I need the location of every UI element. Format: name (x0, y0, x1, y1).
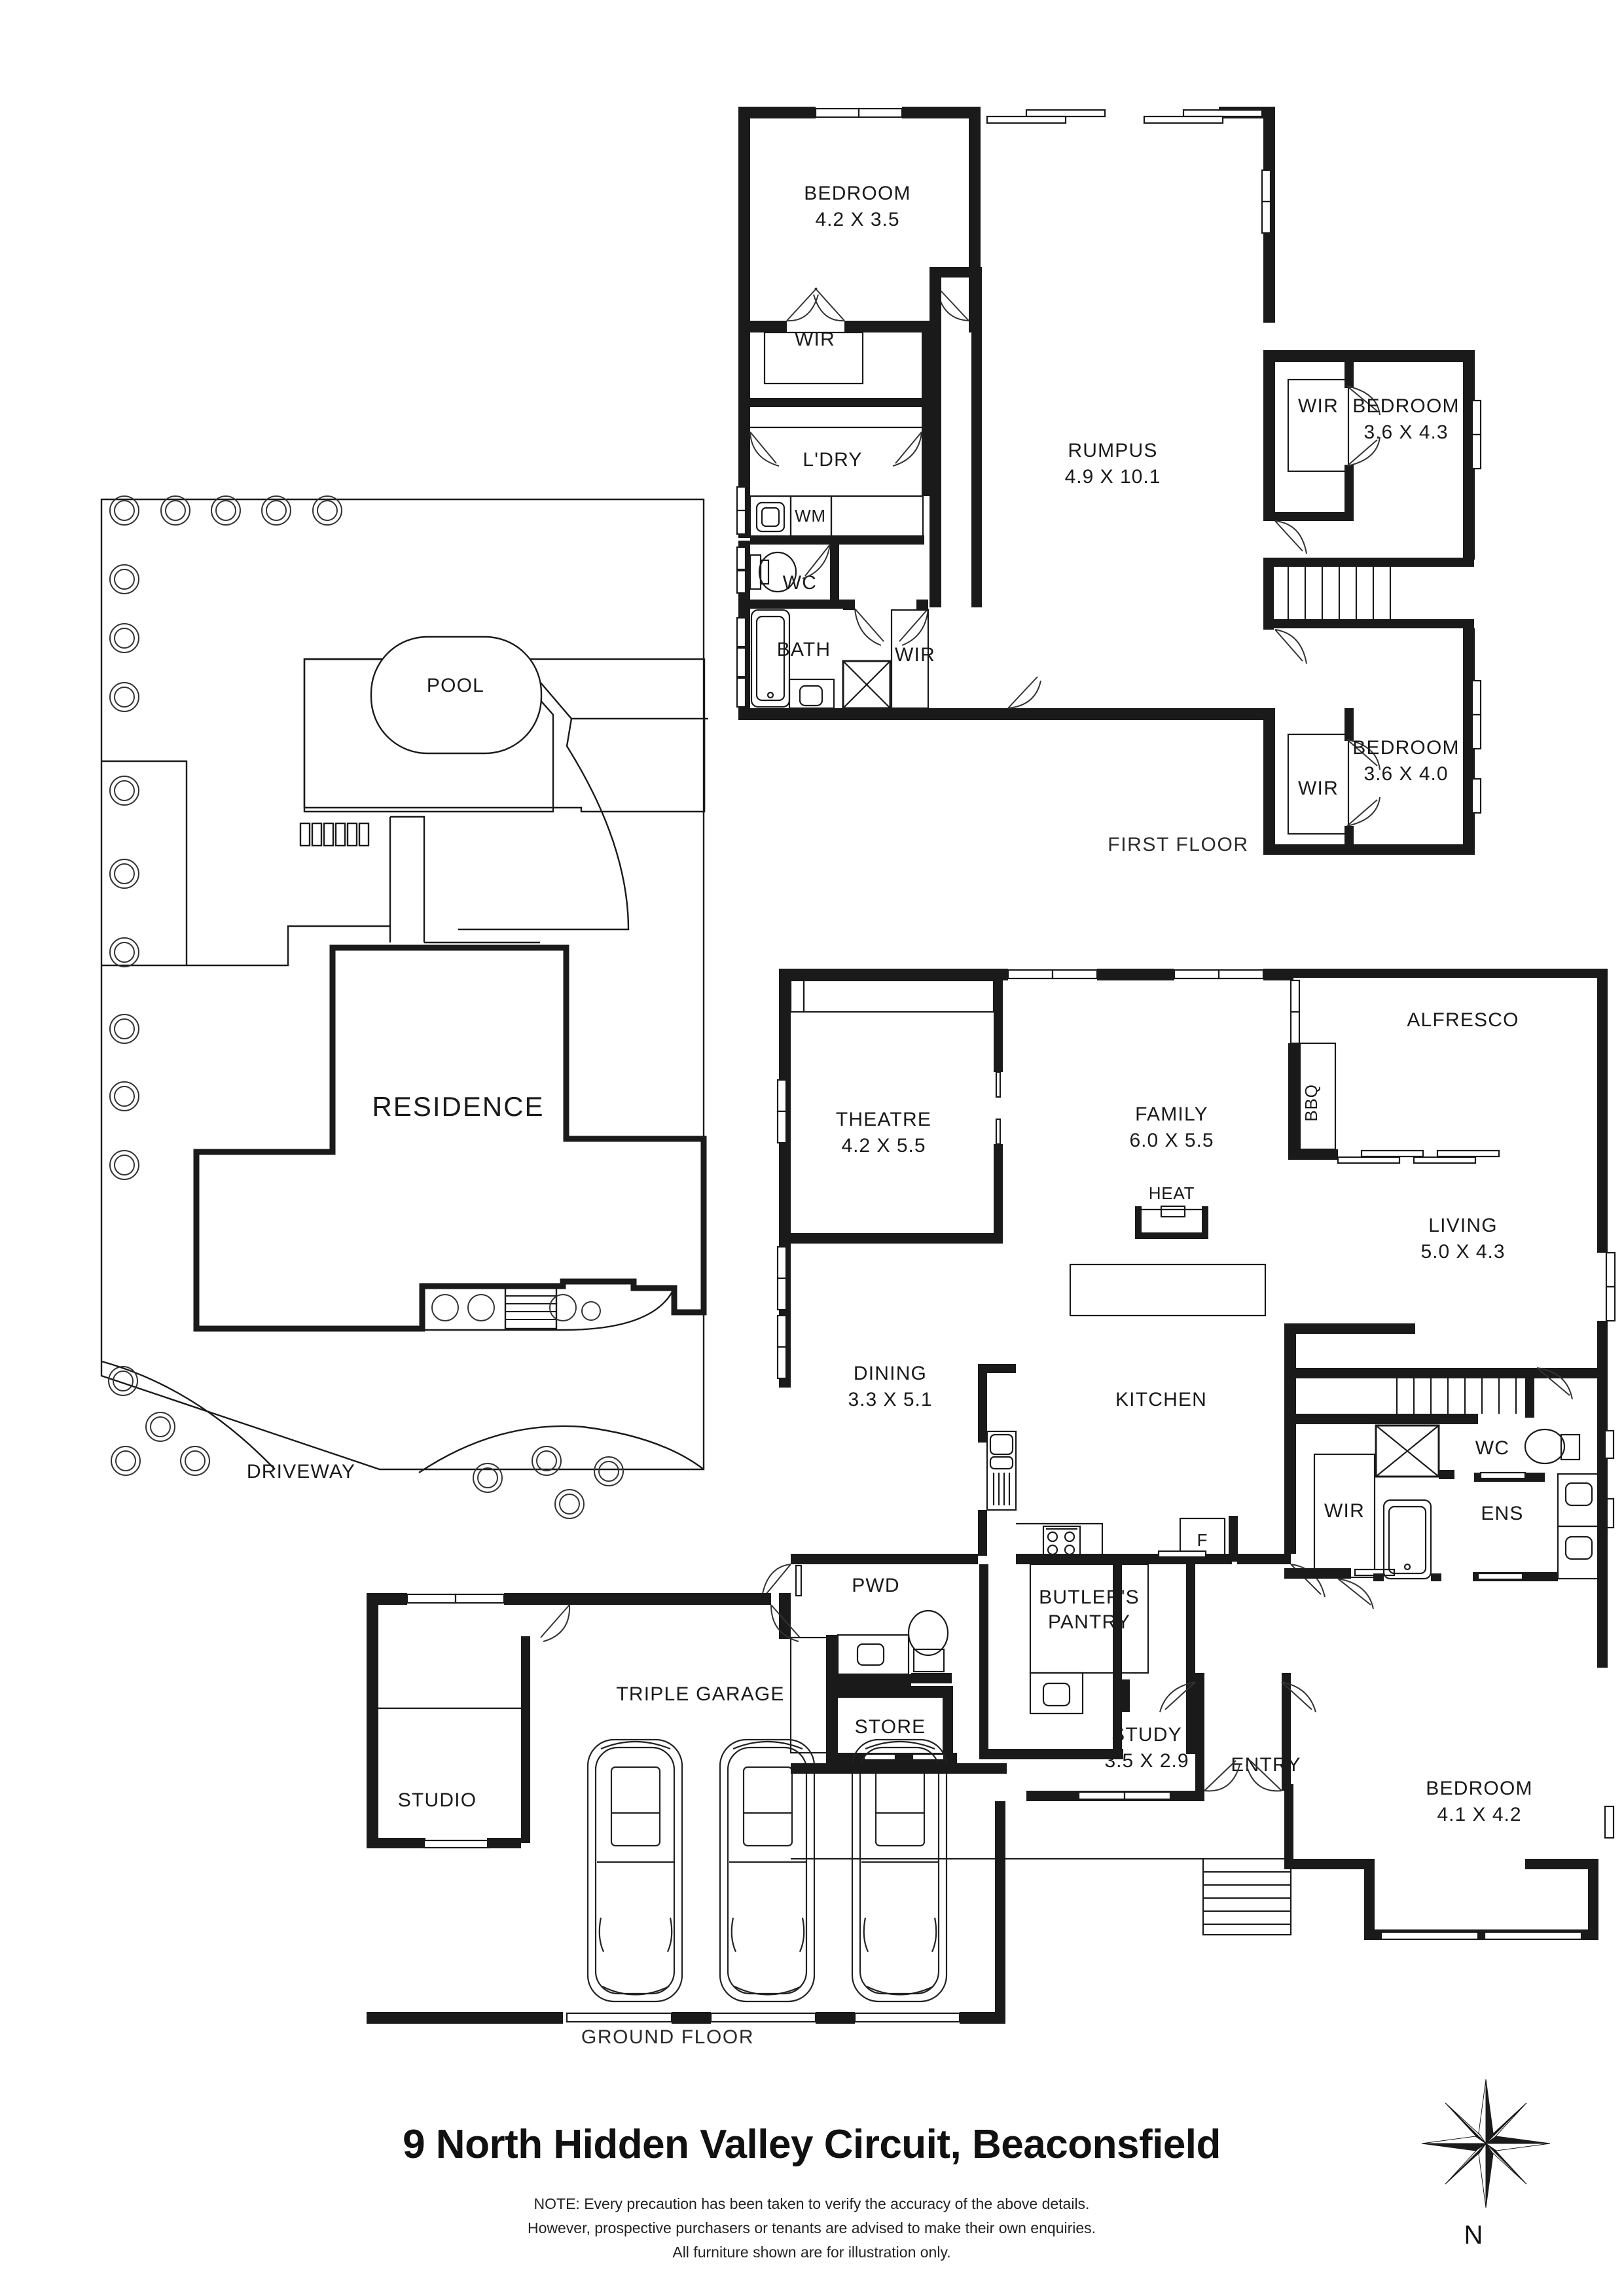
ff-bedroom2-dim: 3.6 X 4.3 (1363, 422, 1448, 443)
ff-bedroom-3: WIR BEDROOM 3.6 X 4.0 (1263, 628, 1482, 855)
side-path2 (187, 925, 390, 967)
ff-rumpus-dim: 4.9 X 10.1 (1065, 466, 1161, 488)
tree-cluster (108, 495, 624, 1519)
gf-heater: HEAT (1135, 1183, 1208, 1239)
ff-bedroom3-name: BEDROOM (1352, 737, 1459, 759)
compass-rose-icon (1421, 2079, 1551, 2208)
ff-wir-b: WIR (890, 267, 1092, 720)
residence-label: RESIDENCE (372, 1091, 544, 1122)
page-title: 9 North Hidden Valley Circuit, Beaconsfi… (403, 2122, 1221, 2167)
gf-pwd-label: PWD (852, 1575, 900, 1596)
first-floor-plan: BEDROOM 4.2 X 3.5 WIR L'DRY (736, 107, 1482, 855)
side-path (101, 760, 188, 967)
gf-alfresco-label: ALFRESCO (1407, 1009, 1519, 1031)
gf-theatre-name: THEATRE (836, 1109, 931, 1130)
ff-stairs (1263, 558, 1474, 664)
ff-bedroom3-dim: 3.6 X 4.0 (1363, 763, 1448, 785)
gf-garage-label: TRIPLE GARAGE (616, 1683, 784, 1705)
ff-bedroom1-name: BEDROOM (804, 183, 911, 204)
gf-butlers-label-1: BUTLER'S (1039, 1587, 1140, 1608)
gf-family-dim: 6.0 X 5.5 (1129, 1130, 1214, 1151)
note-line-1: NOTE: Every precaution has been taken to… (534, 2195, 1090, 2212)
gf-wall-top-left (779, 969, 1008, 980)
ground-floor-label: GROUND FLOOR (581, 2026, 754, 2048)
gf-fridge-label: F (1197, 1530, 1208, 1550)
gf-living-name: LIVING (1428, 1215, 1498, 1236)
ff-bedroom1-dim: 4.2 X 3.5 (815, 209, 899, 230)
pool-steps (299, 822, 370, 847)
pool-label: POOL (427, 675, 484, 696)
ff-wc-label: WC (783, 572, 817, 594)
gf-heat-label: HEAT (1149, 1183, 1195, 1203)
ff-bedroom2-name: BEDROOM (1352, 395, 1459, 417)
site-plan: POOL RESIDENCE (100, 495, 708, 1519)
compass-north-label: N (1464, 2221, 1483, 2250)
gf-kitchen: KITCHEN F (978, 1263, 1267, 1562)
ff-rumpus: RUMPUS 4.9 X 10.1 (986, 107, 1275, 720)
gf-store-label: STORE (855, 1716, 926, 1738)
ff-bath-label: BATH (777, 639, 831, 660)
gf-ens-label: ENS (1481, 1503, 1523, 1524)
gf-studio-label: STUDIO (398, 1789, 477, 1811)
gf-powder: PWD (826, 1575, 952, 1686)
gf-theatre: THEATRE 4.2 X 5.5 (776, 979, 1003, 1244)
ff-laundry: L'DRY WM (736, 431, 932, 545)
gf-bedroom4-dim: 4.1 X 4.2 (1437, 1804, 1521, 1825)
gf-entry: ENTRY (791, 1673, 1316, 1936)
pool-shape (370, 636, 543, 755)
gf-theatre-dim: 4.2 X 5.5 (841, 1135, 926, 1157)
ff-rumpus-name: RUMPUS (1068, 440, 1157, 461)
gf-garage: STUDIO TRIPLE GARAGE (367, 1593, 1007, 2024)
gf-study-dim: 3.5 X 2.9 (1104, 1750, 1189, 1772)
kitchen-island (1069, 1263, 1267, 1317)
ff-wm-label: WM (795, 506, 826, 526)
driveway-island (418, 1425, 704, 1473)
car-icon-2 (719, 1738, 816, 2003)
ff-wir-a-label: WIR (795, 329, 835, 350)
gf-family: FAMILY 6.0 X 5.5 HEAT (1129, 1103, 1214, 1239)
gf-bbq-label: BBQ (1301, 1084, 1321, 1121)
note-line-2: However, prospective purchasers or tenan… (528, 2219, 1096, 2236)
gf-dining-dim: 3.3 X 5.1 (848, 1389, 932, 1410)
gf-master-bath: WC WIR ENS (1284, 1323, 1615, 1668)
gf-family-name: FAMILY (1135, 1103, 1208, 1125)
first-floor-label: FIRST FLOOR (1108, 834, 1248, 855)
note-line-3: All furniture shown are for illustration… (672, 2244, 950, 2261)
ground-floor-plan: THEATRE 4.2 X 5.5 FAMILY 6.0 X 5.5 HEAT (367, 969, 1616, 2048)
gf-wc-label: WC (1475, 1437, 1509, 1459)
gf-study: STUDY 3.5 X 2.9 (1026, 1673, 1204, 1801)
car-icon-1 (586, 1738, 683, 2003)
gf-kitchen-label: KITCHEN (1115, 1389, 1207, 1410)
pool-path (389, 816, 425, 942)
ff-bath: BATH (736, 600, 935, 720)
gf-store: STORE (789, 1636, 957, 1763)
gf-alfresco: BBQ ALFRESCO (1288, 979, 1608, 1253)
ff-wir-b-label: WIR (895, 644, 935, 666)
front-porch (421, 1286, 676, 1331)
driveway-label: DRIVEWAY (247, 1461, 355, 1482)
ff-wc: WC (736, 541, 843, 609)
ff-bedroom-2: WIR BEDROOM 3.6 X 4.3 (1263, 350, 1482, 560)
footer: 9 North Hidden Valley Circuit, Beaconsfi… (403, 2122, 1221, 2261)
gf-dining-name: DINING (854, 1363, 927, 1384)
driveway-curve-left (101, 1360, 276, 1470)
gf-bedroom4-name: BEDROOM (1426, 1778, 1532, 1799)
ff-wir-d-label: WIR (1298, 778, 1339, 799)
ff-wir-c-label: WIR (1298, 395, 1339, 417)
gf-study-name: STUDY (1111, 1724, 1182, 1746)
gf-dining: DINING 3.3 X 5.1 (776, 1246, 932, 1410)
ff-laundry-label: L'DRY (803, 449, 862, 471)
gf-butlers-pantry: BUTLER'S PANTRY (979, 1563, 1195, 1759)
gf-living-dim: 5.0 X 4.3 (1420, 1241, 1505, 1263)
pool-curve (458, 718, 630, 931)
gf-master-bedroom: BEDROOM 4.1 X 4.2 (1284, 1778, 1615, 1941)
gf-wir-e-label: WIR (1324, 1500, 1365, 1522)
